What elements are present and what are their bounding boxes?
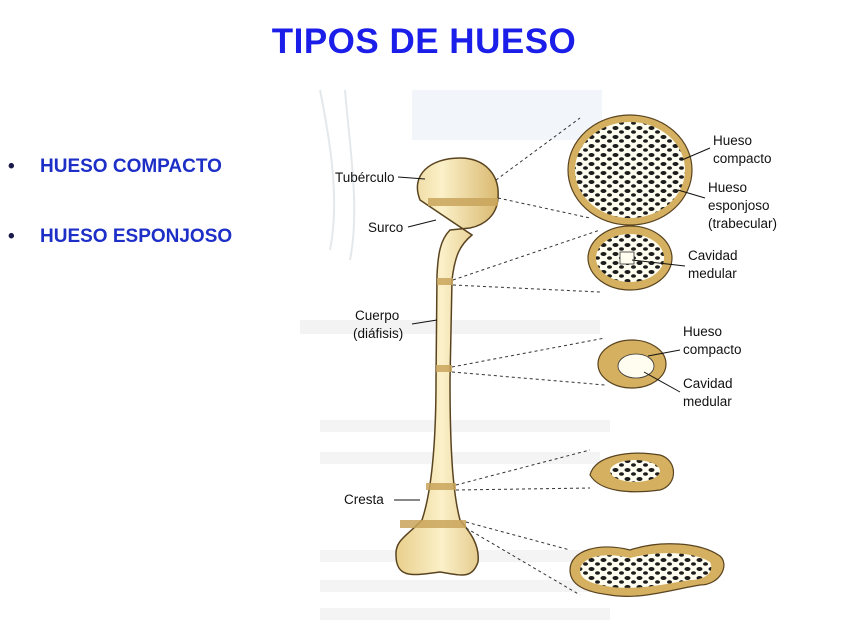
label-hueso-compacto-top-2: compacto	[713, 151, 772, 166]
cross-section-shaft	[598, 340, 666, 388]
bone-cut-band	[436, 365, 452, 372]
bullet-text: HUESO COMPACTO	[40, 156, 222, 177]
connector-line	[466, 522, 570, 550]
connector-line	[452, 338, 605, 367]
bone-cut-band	[426, 483, 456, 490]
label-tuberculo: Tubérculo	[335, 170, 395, 185]
connector-line	[453, 230, 600, 280]
label-hueso-compacto-top: Hueso	[713, 133, 752, 148]
background-text-line	[320, 580, 600, 592]
bullet-text: HUESO ESPONJOSO	[40, 226, 232, 247]
slide-title: TIPOS DE HUESO	[0, 22, 848, 62]
bone-cut-band	[437, 278, 453, 285]
label-hueso-esponjoso: Hueso	[708, 180, 747, 195]
bone-cut-band	[428, 198, 498, 206]
background-text-line	[320, 608, 610, 620]
label-trabecular: (trabecular)	[708, 216, 777, 231]
label-cavidad-medular-1: Cavidad	[688, 248, 738, 263]
bullet-dot-icon: •	[8, 150, 15, 184]
bullet-item-hueso-compacto: • HUESO COMPACTO	[8, 150, 232, 220]
bullet-list: • HUESO COMPACTO • HUESO ESPONJOSO	[8, 150, 232, 290]
label-cavidad-medular-2: Cavidad	[683, 376, 733, 391]
background-text-line	[320, 452, 600, 464]
cross-section-distal	[570, 544, 724, 597]
cross-section-neck	[588, 226, 672, 290]
leader-line	[408, 220, 436, 227]
bone-diagram-svg: Tubérculo Surco Cuerpo (diáfisis) Cresta…	[300, 80, 848, 636]
connector-line	[456, 488, 590, 490]
label-cresta: Cresta	[344, 492, 384, 507]
connector-line	[498, 198, 590, 218]
label-hueso-compacto-mid-2: compacto	[683, 342, 742, 357]
label-hueso-compacto-mid: Hueso	[683, 324, 722, 339]
label-surco: Surco	[368, 220, 403, 235]
label-diafisis: (diáfisis)	[353, 326, 403, 341]
bullet-item-hueso-esponjoso: • HUESO ESPONJOSO	[8, 220, 232, 290]
label-cavidad-medular-2b: medular	[683, 394, 732, 409]
background-text-line	[320, 420, 610, 432]
bullet-dot-icon: •	[8, 220, 15, 254]
label-cavidad-medular-1b: medular	[688, 266, 737, 281]
connector-line	[452, 372, 605, 385]
label-cuerpo: Cuerpo	[355, 308, 399, 323]
bone-diagram: Tubérculo Surco Cuerpo (diáfisis) Cresta…	[300, 80, 848, 636]
connector-line	[453, 285, 600, 292]
background-box	[412, 90, 602, 140]
label-hueso-esponjoso-2: esponjoso	[708, 198, 770, 213]
cross-section-head	[568, 115, 692, 225]
humerus-bone	[396, 158, 498, 575]
bone-cut-band	[400, 520, 466, 528]
cross-section-lower-shaft	[590, 453, 674, 492]
